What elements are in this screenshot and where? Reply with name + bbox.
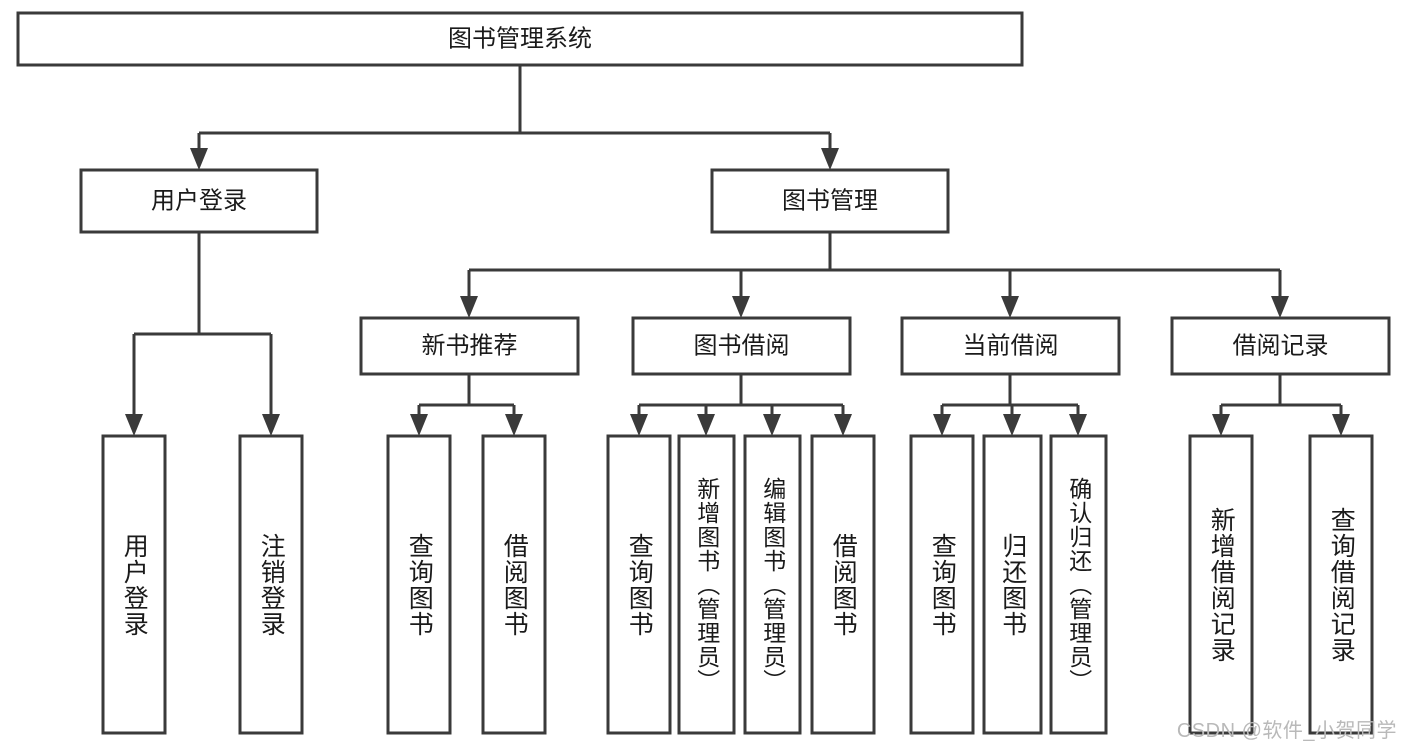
node-current-borrow-label: 当前借阅: [963, 332, 1059, 359]
node-add-borrow-record[interactable]: [1188, 434, 1254, 735]
root-to-level2-arrow-0: [190, 148, 208, 170]
borrow-record-to-leaves-arrow-1: [1332, 414, 1350, 436]
node-query-book-borrow[interactable]: [606, 434, 672, 735]
node-current-borrow[interactable]: [900, 316, 1121, 376]
node-root-system[interactable]: [16, 11, 1024, 67]
root-to-level2-arrow-1: [821, 148, 839, 170]
level2-to-level3-arrow-0: [460, 296, 478, 318]
node-user-login[interactable]: [79, 168, 319, 234]
current-borrow-to-leaves-arrow-0: [933, 414, 951, 436]
node-query-book-current[interactable]: [909, 434, 975, 735]
node-book-borrow[interactable]: [631, 316, 852, 376]
node-query-book-rec[interactable]: [386, 434, 452, 735]
connectors-layer: [125, 65, 1350, 436]
node-book-manage[interactable]: [710, 168, 950, 234]
user-login-to-leaves-arrow-1: [262, 414, 280, 436]
level2-to-level3-arrow-3: [1271, 296, 1289, 318]
node-logout-leaf[interactable]: [238, 434, 304, 735]
current-borrow-to-leaves-arrow-1: [1003, 414, 1021, 436]
borrow-record-to-leaves-arrow-0: [1212, 414, 1230, 436]
new-book-rec-to-leaves-arrow-1: [505, 414, 523, 436]
user-login-to-leaves-arrow-0: [125, 414, 143, 436]
boxes-layer: [16, 11, 1391, 735]
node-new-book-rec-label: 新书推荐: [422, 332, 518, 359]
node-new-book-rec[interactable]: [359, 316, 580, 376]
node-confirm-return-admin[interactable]: [1049, 434, 1108, 735]
node-borrow-book-borrow[interactable]: [810, 434, 876, 735]
node-user-login-leaf[interactable]: [101, 434, 167, 735]
book-borrow-to-leaves-arrow-0: [630, 414, 648, 436]
book-borrow-to-leaves-arrow-2: [763, 414, 781, 436]
current-borrow-to-leaves-arrow-2: [1069, 414, 1087, 436]
node-borrow-record[interactable]: [1170, 316, 1391, 376]
level2-to-level3-arrow-1: [732, 296, 750, 318]
book-borrow-to-leaves-arrow-3: [834, 414, 852, 436]
level2-to-level3-arrow-2: [1001, 296, 1019, 318]
node-borrow-book-rec[interactable]: [481, 434, 547, 735]
node-query-borrow-record[interactable]: [1308, 434, 1374, 735]
node-book-manage-label: 图书管理: [782, 187, 878, 214]
book-borrow-to-leaves-arrow-1: [697, 414, 715, 436]
new-book-rec-to-leaves-arrow-0: [410, 414, 428, 436]
node-edit-book-admin[interactable]: [743, 434, 802, 735]
node-return-book[interactable]: [982, 434, 1043, 735]
node-root-system-label: 图书管理系统: [448, 25, 592, 52]
node-book-borrow-label: 图书借阅: [694, 332, 790, 359]
node-borrow-record-label: 借阅记录: [1233, 332, 1329, 359]
node-user-login-label: 用户登录: [151, 187, 247, 214]
node-add-book-admin[interactable]: [677, 434, 736, 735]
